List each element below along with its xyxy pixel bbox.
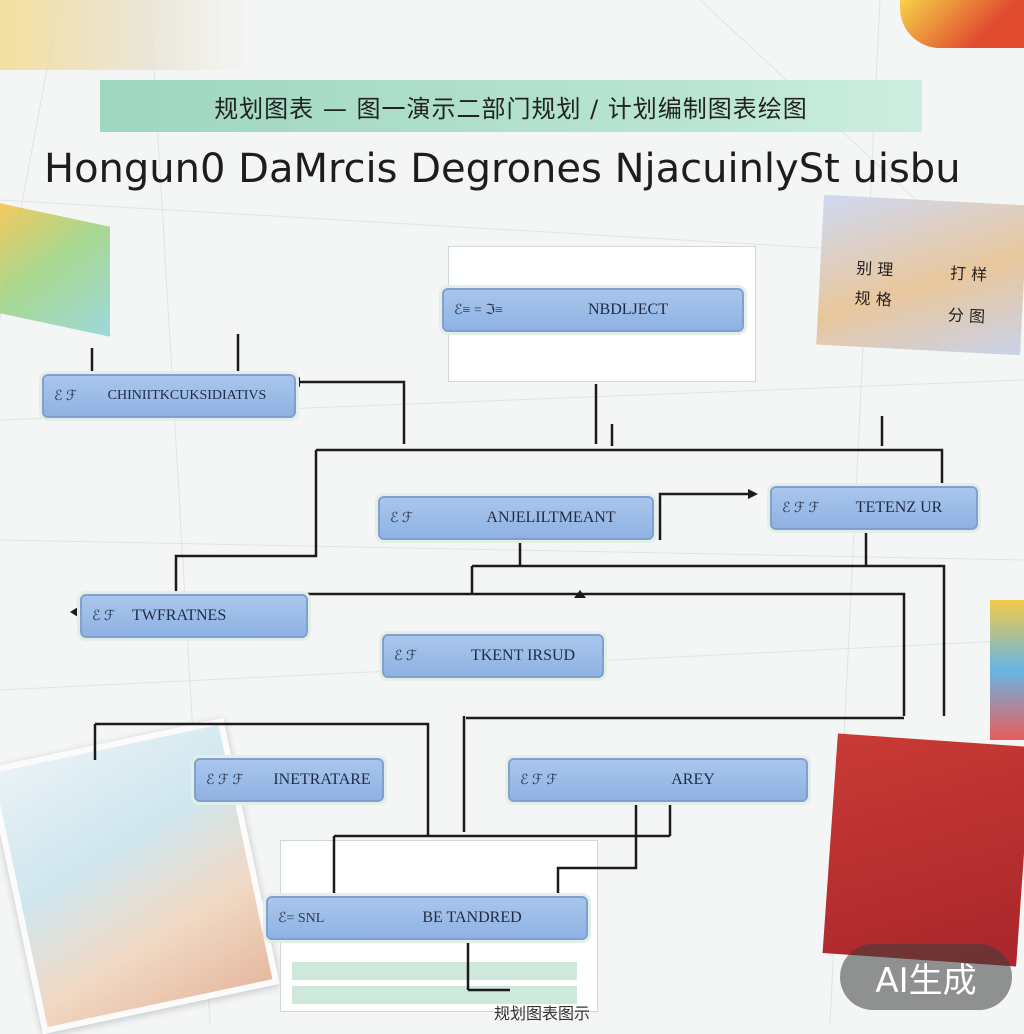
ai-generated-badge: AI生成 xyxy=(840,944,1012,1010)
node-tentzur-label: TETENZ UR xyxy=(855,499,943,516)
node-adjustment-icon: ℰ ℱ xyxy=(390,510,413,526)
node-twrathes[interactable]: ℰ ℱ TWFRATNES xyxy=(80,594,308,638)
node-arey-label: AREY xyxy=(671,771,715,788)
bottom-panel-bar-1 xyxy=(292,962,577,980)
node-tandred-label: BE TANDRED xyxy=(422,909,522,926)
top-left-decoration xyxy=(0,0,250,70)
top-right-decoration xyxy=(900,0,1024,48)
node-identification-label: CHINIITKCUKSIDIATIVS xyxy=(107,388,267,403)
footer-caption: 规划图表图示 xyxy=(494,1004,591,1023)
node-adjustment-label: ANJELILTMEANT xyxy=(486,509,616,526)
node-tentzur-icon: ℰ ℱ ℱ xyxy=(782,500,820,516)
node-identification[interactable]: ℰ ℱ CHINIITKCUKSIDIATIVS xyxy=(42,374,296,418)
node-tkent[interactable]: ℰ ℱ TKENT IRSUD xyxy=(382,634,604,678)
node-arey[interactable]: ℰ ℱ ℱ AREY xyxy=(508,758,808,802)
node-object[interactable]: ℰ≡ = ℑ≡ NBDLJECT xyxy=(442,288,744,332)
node-tkent-icon: ℰ ℱ xyxy=(394,648,417,664)
node-arey-icon: ℰ ℱ ℱ xyxy=(520,772,558,788)
node-inetratare-icon: ℰ ℱ ℱ xyxy=(206,772,244,788)
node-inetratare[interactable]: ℰ ℱ ℱ INETRATARE xyxy=(194,758,384,802)
right-edge-color-strip xyxy=(990,600,1024,740)
node-identification-icon: ℰ ℱ xyxy=(54,388,77,404)
node-adjustment[interactable]: ℰ ℱ ANJELILTMEANT xyxy=(378,496,654,540)
subtitle-banner: 规划图表 — 图一演示二部门规划 / 计划编制图表绘图 xyxy=(100,80,922,132)
node-object-icon: ℰ≡ = ℑ≡ xyxy=(454,302,503,318)
node-tentzur[interactable]: ℰ ℱ ℱ TETENZ UR xyxy=(770,486,978,530)
node-inetratare-label: INETRATARE xyxy=(273,771,371,788)
node-tandred-icon: ℰ= SNL xyxy=(278,910,325,926)
diagram-title: Hongun0 DaMrcis Degrones NjacuinlySt uis… xyxy=(44,146,961,192)
node-twrathes-icon: ℰ ℱ xyxy=(92,608,115,624)
node-tkent-label: TKENT IRSUD xyxy=(470,647,576,664)
node-object-label: NBDLJECT xyxy=(588,301,668,318)
node-twrathes-label: TWFRATNES xyxy=(132,607,227,624)
node-tandred[interactable]: ℰ= SNL BE TANDRED xyxy=(266,896,588,940)
